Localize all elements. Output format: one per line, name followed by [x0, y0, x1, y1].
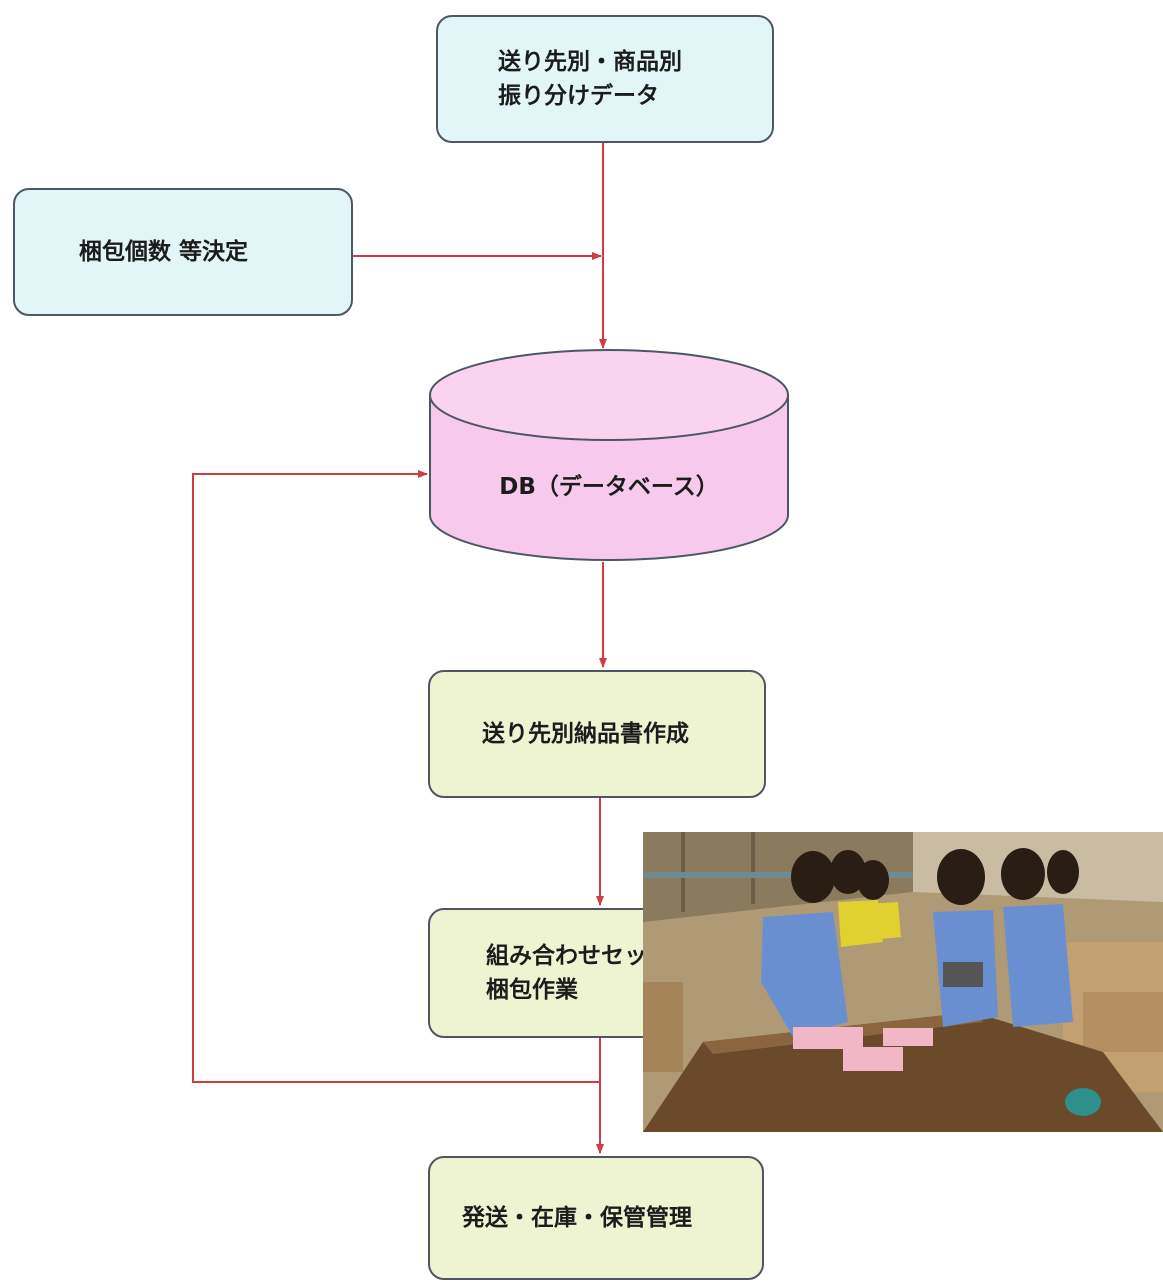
sort-data-box: 送り先別・商品別 振り分けデータ: [436, 15, 774, 143]
packing-count-label: 梱包個数 等決定: [79, 239, 249, 265]
packing-work-photo: [643, 832, 1163, 1132]
packing-count-box: 梱包個数 等決定: [13, 188, 353, 316]
shipping-label: 発送・在庫・保管管理: [462, 1205, 692, 1231]
database-cylinder: [429, 349, 789, 561]
invoice-label: 送り先別納品書作成: [482, 721, 689, 747]
sort-data-label: 送り先別・商品別 振り分けデータ: [498, 49, 682, 109]
feedback-loop-to-db: [192, 470, 600, 1083]
database-label: DB（データベース）: [499, 474, 719, 500]
shipping-box: 発送・在庫・保管管理: [428, 1156, 764, 1280]
invoice-box: 送り先別納品書作成: [428, 670, 766, 798]
